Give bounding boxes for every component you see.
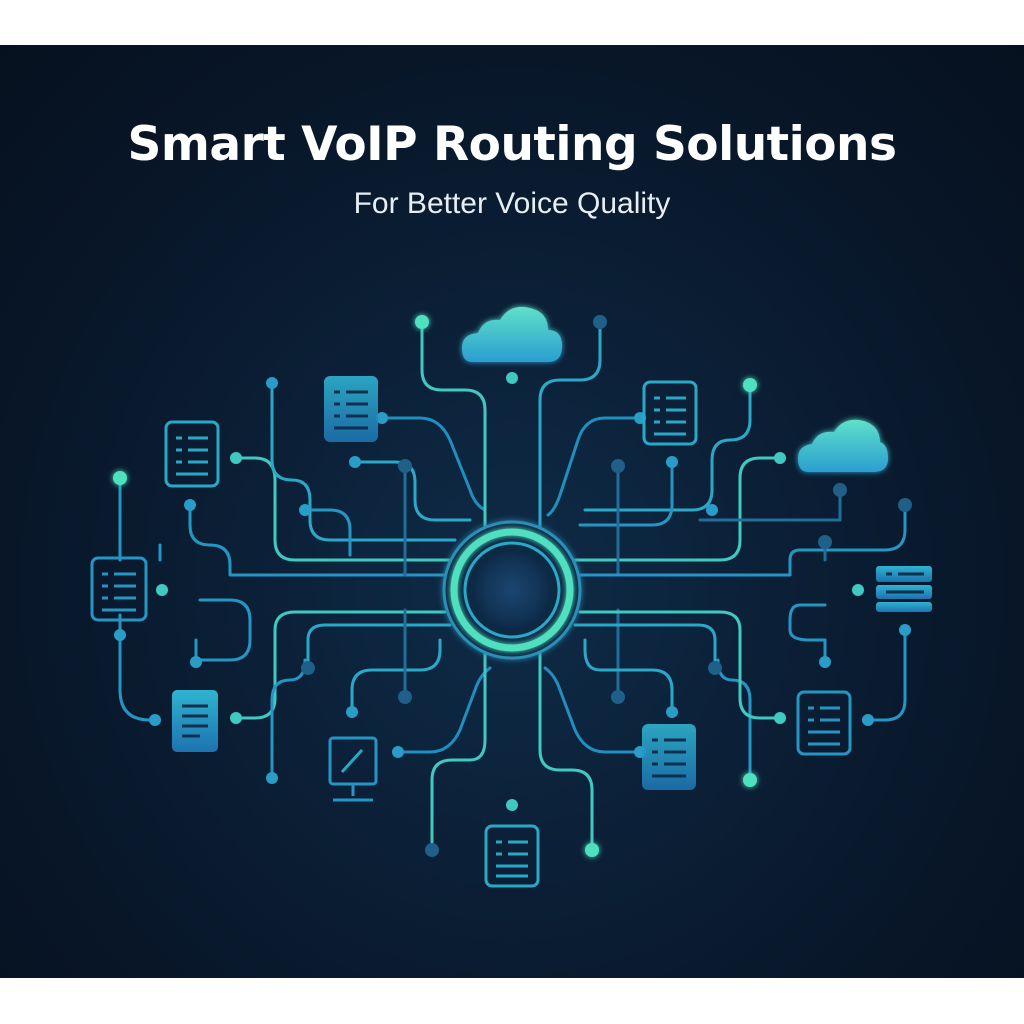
document-icon: [90, 556, 148, 622]
node-dot: [266, 772, 278, 784]
node-dot: [862, 714, 874, 726]
node-dot: [852, 584, 864, 596]
banner: Smart VoIP Routing Solutions For Better …: [0, 45, 1024, 978]
cloud-icon: [798, 419, 888, 472]
page-subtitle: For Better Voice Quality: [353, 187, 671, 220]
node-dot: [833, 483, 847, 497]
node-dot: [506, 799, 518, 811]
node-dot: [818, 535, 832, 549]
node-dot: [266, 377, 278, 389]
document-icon: [796, 690, 852, 756]
node-dot: [113, 471, 127, 485]
node-dot: [425, 843, 439, 857]
node-dot: [585, 843, 599, 857]
node-dot: [190, 656, 202, 668]
node-dot: [392, 746, 404, 758]
node-dot: [706, 504, 718, 516]
node-dot: [774, 452, 786, 464]
node-dot: [415, 315, 429, 329]
node-dot: [230, 712, 242, 724]
node-dot: [743, 378, 757, 392]
node-dot: [156, 584, 168, 596]
node-dot: [299, 504, 311, 516]
node-dot: [611, 459, 625, 473]
node-dot: [708, 661, 722, 675]
node-dot: [666, 706, 678, 718]
node-dot: [593, 315, 607, 329]
hub-icon: [442, 520, 582, 660]
node-dot: [398, 690, 412, 704]
node-dot: [743, 773, 757, 787]
document-icon: [642, 724, 696, 790]
node-dot: [899, 624, 911, 636]
node-dot: [666, 456, 678, 468]
document-icon: [642, 380, 698, 446]
node-dot: [230, 452, 242, 464]
node-dot: [611, 690, 625, 704]
node-dot: [149, 714, 161, 726]
document-icon: [484, 824, 540, 888]
node-dot: [184, 499, 196, 511]
node-dot: [898, 498, 912, 512]
network-diagram: [90, 306, 932, 888]
server-icon: [876, 566, 932, 612]
document-icon: [324, 376, 378, 442]
node-dot: [346, 706, 358, 718]
cloud-icon: [462, 306, 562, 362]
document-icon: [172, 690, 218, 752]
node-dot: [506, 372, 518, 384]
monitor-icon: [328, 736, 378, 802]
node-dot: [774, 712, 786, 724]
node-dot: [301, 661, 315, 675]
node-dot: [819, 656, 831, 668]
node-dot: [376, 412, 388, 424]
document-icon: [164, 420, 220, 488]
page-title: Smart VoIP Routing Solutions: [127, 117, 897, 172]
node-dot: [114, 629, 126, 641]
node-dot: [349, 456, 361, 468]
node-dot: [398, 459, 412, 473]
